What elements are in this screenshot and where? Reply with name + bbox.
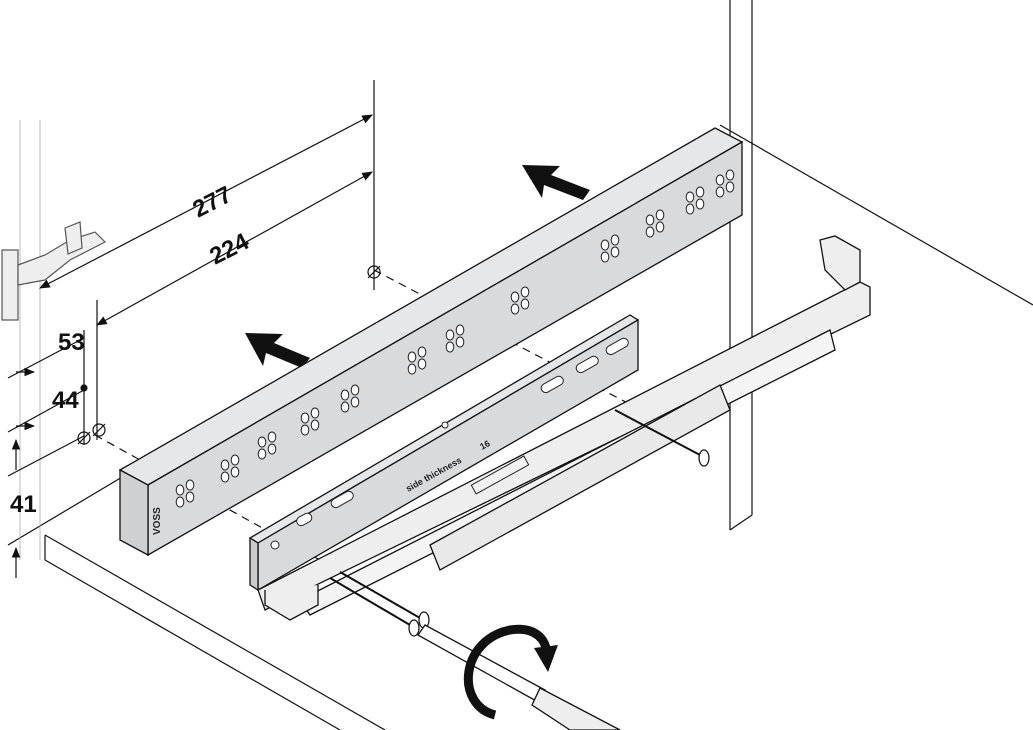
dimension-224: 224 — [205, 228, 254, 271]
runner-hole — [715, 186, 725, 198]
runner-hole — [715, 174, 725, 186]
runner-hole — [300, 424, 310, 436]
runner-hole — [510, 291, 520, 303]
dimension-44: 44 — [52, 387, 79, 414]
runner-hole — [685, 203, 695, 215]
runner-hole — [230, 466, 240, 478]
dimension-53: 53 — [58, 329, 85, 356]
runner-hole — [267, 443, 277, 455]
runner-hole — [300, 412, 310, 424]
drill-hole-markers — [77, 265, 381, 445]
runner-hole — [230, 454, 240, 466]
runner-hole — [510, 303, 520, 315]
runner-hole — [257, 436, 267, 448]
brand-label: VOSS — [152, 507, 163, 535]
runner-hole — [350, 384, 360, 396]
runner-hole — [417, 346, 427, 358]
runner-hole — [175, 496, 185, 508]
rail-label-number: 16 — [478, 438, 492, 452]
runner-hole — [185, 491, 195, 503]
runner-hole — [520, 298, 530, 310]
runner-hole — [695, 198, 705, 210]
runner-hole — [645, 226, 655, 238]
runner-hole — [520, 286, 530, 298]
runner-hole — [445, 341, 455, 353]
runner-hole — [610, 246, 620, 258]
runner-hole — [455, 336, 465, 348]
runner-hole — [600, 239, 610, 251]
runner-hole — [340, 389, 350, 401]
runner-hole — [655, 221, 665, 233]
dimension-41: 41 — [10, 491, 37, 518]
runner-hole — [350, 396, 360, 408]
drawer-runner-bar — [118, 127, 744, 557]
runner-hole — [455, 324, 465, 336]
runner-hole — [310, 407, 320, 419]
pull-arrow-icon — [245, 165, 590, 368]
dimension-277: 277 — [188, 181, 236, 223]
hinge-icon — [1, 221, 107, 321]
runner-hole — [175, 484, 185, 496]
runner-hole — [220, 459, 230, 471]
runner-hole — [257, 448, 267, 460]
rotate-arrow-icon — [463, 624, 558, 720]
runner-hole — [310, 419, 320, 431]
runner-hole — [725, 169, 735, 181]
runner-hole — [655, 209, 665, 221]
rail-slots — [270, 337, 629, 550]
runner-hole — [725, 181, 735, 193]
runner-hole — [685, 191, 695, 203]
runner-hole — [407, 351, 417, 363]
runner-hole — [695, 186, 705, 198]
runner-hole — [267, 431, 277, 443]
runner-hole — [220, 471, 230, 483]
screwdriver-icon — [417, 624, 621, 730]
runner-holes — [175, 169, 735, 508]
runner-hole — [610, 234, 620, 246]
runner-hole — [600, 251, 610, 263]
runner-hole — [417, 358, 427, 370]
runner-hole — [407, 363, 417, 375]
runner-hole — [445, 329, 455, 341]
cabinet-lines — [7, 0, 1033, 730]
screw-icon — [329, 409, 710, 637]
runner-hole — [340, 401, 350, 413]
runner-hole — [185, 479, 195, 491]
runner-hole — [645, 214, 655, 226]
